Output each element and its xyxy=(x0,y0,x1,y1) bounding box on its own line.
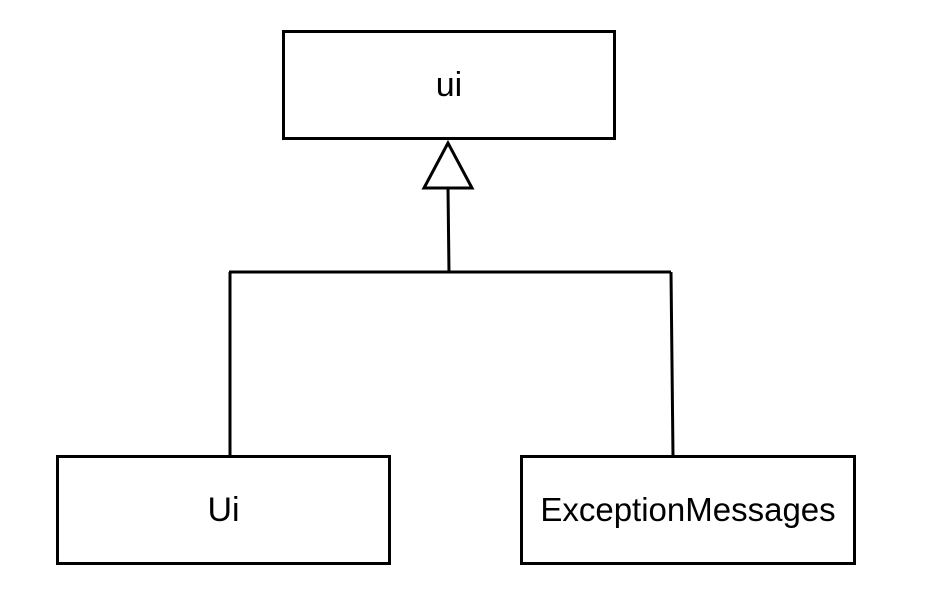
class-box-ui: ui xyxy=(282,30,616,140)
class-name-Ui: Ui xyxy=(207,490,240,529)
class-name-exception-messages: ExceptionMessages xyxy=(540,491,836,528)
class-box-Ui: Ui xyxy=(56,455,391,565)
class-box-exception-messages: ExceptionMessages xyxy=(520,455,856,565)
class-name-ui: ui xyxy=(435,65,463,104)
generalization-stem xyxy=(446,187,451,274)
right-child-connector xyxy=(669,271,675,457)
generalization-arrowhead xyxy=(421,139,475,190)
